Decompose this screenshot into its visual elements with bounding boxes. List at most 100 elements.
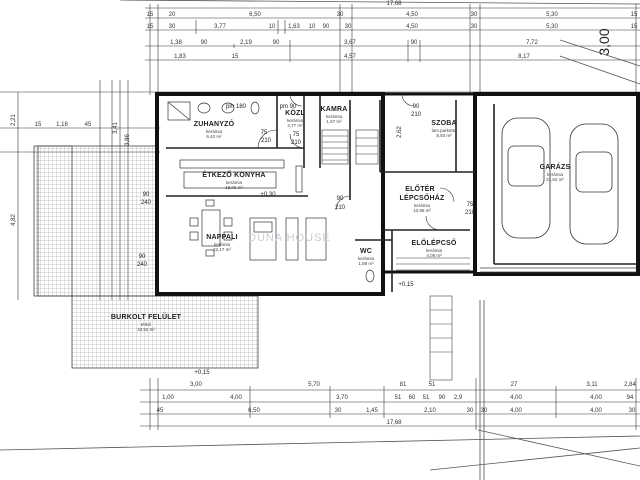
dim-label: 30	[334, 408, 342, 414]
parapet-tag: pm 180	[225, 104, 247, 110]
window-height-tag: 240	[136, 262, 148, 268]
level-tag: +0,15	[194, 370, 210, 376]
room-area: 31,62 m²	[546, 177, 564, 182]
dim-label: 30	[480, 408, 488, 414]
room-name: ZUHANYZÓ	[193, 121, 235, 128]
dim-label: 10	[268, 24, 276, 30]
entrance-steps	[429, 295, 453, 381]
parapet-tag: pm 90	[279, 104, 297, 110]
room-area: 2,77 m²	[287, 123, 303, 128]
patio-terrace	[33, 145, 259, 369]
dim-label: 6,50	[249, 12, 261, 18]
room-area: 10,98 m²	[413, 208, 431, 213]
dim-label: 15	[34, 122, 42, 128]
dim-label: 4,50	[406, 24, 418, 30]
dim-label: 30	[344, 24, 352, 30]
room-name: ÉTKEZŐ KONYHA	[202, 172, 266, 179]
window-width-tag: 90	[412, 104, 420, 110]
room-floor: kerámia	[425, 248, 443, 253]
garage-door	[480, 267, 636, 273]
interior-walls	[166, 96, 636, 292]
dim-total-top: 17,68	[386, 1, 402, 7]
level-tag: +0,15	[398, 282, 414, 288]
room-floor: lam.parketta	[431, 128, 457, 133]
dim-label: 5,30	[546, 12, 558, 18]
dim-label: 1,18	[56, 122, 68, 128]
room-etkezo-konyha: ÉTKEZŐ KONYHA kerámia 18,06 m²	[202, 172, 265, 190]
room-area: 18,06 m²	[225, 185, 243, 190]
room-floor: kerámia	[413, 203, 431, 208]
door-height-tag: 210	[290, 140, 302, 146]
dim-label: 3,67	[344, 40, 356, 46]
door-height-tag: 210	[334, 205, 346, 211]
dim-label: 30	[470, 12, 478, 18]
room-floor: kerámia	[205, 129, 222, 134]
room-name: BURKOLT FELÜLET	[110, 314, 182, 321]
dim-label: 15	[630, 24, 638, 30]
dim-label: 90	[438, 395, 446, 401]
door-width-tag: 75	[292, 132, 300, 138]
room-name: SZOBA	[431, 120, 457, 127]
dim-label: 30	[470, 24, 478, 30]
bottom-dimension-lines	[140, 378, 640, 430]
dim-label: 3,77	[214, 24, 226, 30]
sheet-scale-label: 3,00	[596, 28, 612, 56]
window-height-tag: 240	[140, 200, 152, 206]
room-area: 33,92 m²	[137, 327, 155, 332]
room-lepcsohaz: LÉPCSŐHÁZ kerámia 10,98 m²	[400, 195, 445, 213]
room-floor: térkő	[140, 322, 152, 327]
room-area: 22,17 m²	[213, 247, 231, 252]
dim-label: 94	[626, 395, 634, 401]
room-szoba: SZOBA lam.parketta 8,93 m²	[431, 120, 457, 138]
room-floor: kerámia	[357, 256, 375, 261]
room-name: ELŐLÉPCSŐ	[411, 240, 457, 247]
site-boundary-bottom	[0, 300, 640, 480]
dim-label: 20	[168, 12, 176, 18]
room-nappali: NAPPALI kerámia 22,17 m²	[206, 234, 238, 252]
dim-label: 4,82	[11, 214, 17, 226]
top-dimension-lines	[0, 4, 640, 95]
sofa-set	[249, 217, 327, 261]
room-garazs: GARÁZS kerámia 31,62 m²	[540, 164, 571, 182]
bathroom-fixtures	[167, 101, 375, 283]
room-name: KAMRA	[320, 106, 348, 113]
room-floor: kerámia	[286, 118, 304, 123]
dim-label: 8,17	[518, 54, 530, 60]
dim-label: 90	[200, 40, 208, 46]
room-name: NAPPALI	[206, 234, 238, 241]
room-name: KÖZL	[285, 110, 305, 117]
dim-label: 4,00	[510, 395, 522, 401]
room-kozl: KÖZL kerámia 2,77 m²	[285, 110, 305, 128]
room-area: 8,93 m²	[436, 133, 452, 138]
dim-label: 51	[394, 395, 402, 401]
dim-label: 51	[428, 382, 436, 388]
door-height-tag: 210	[464, 210, 476, 216]
dim-label: 6,50	[248, 408, 260, 414]
dim-label: 2,84	[624, 382, 636, 388]
room-name: WC	[359, 248, 373, 255]
dim-label: 2,62	[397, 126, 403, 138]
window-width-tag: 90	[138, 254, 146, 260]
kitchen-counter	[179, 159, 303, 193]
dim-label: 15	[146, 24, 154, 30]
dim-label: 60	[408, 395, 416, 401]
dim-label: 45	[84, 122, 92, 128]
door-width-tag: 90	[336, 196, 344, 202]
room-floor: kerámia	[546, 172, 564, 177]
dim-label: 3,70	[336, 395, 348, 401]
door-height-tag: 210	[260, 138, 272, 144]
dim-label: 27	[510, 382, 518, 388]
dim-label: 1,45	[366, 408, 378, 414]
dim-label: 90	[272, 40, 280, 46]
dim-label: 4,00	[590, 408, 602, 414]
room-name: LÉPCSŐHÁZ	[399, 195, 445, 202]
dim-label: 30	[466, 408, 474, 414]
room-burkolt-felulet: BURKOLT FELÜLET térkő 33,92 m²	[111, 314, 181, 332]
exterior-walls	[155, 92, 640, 296]
site-boundary-top	[119, 0, 640, 85]
dim-label: 15	[146, 12, 154, 18]
dim-label: 30	[336, 12, 344, 18]
room-ellepcso: ELŐLÉPCSŐ kerámia 4,08 m²	[412, 240, 457, 258]
dim-label: 4,00	[230, 395, 242, 401]
